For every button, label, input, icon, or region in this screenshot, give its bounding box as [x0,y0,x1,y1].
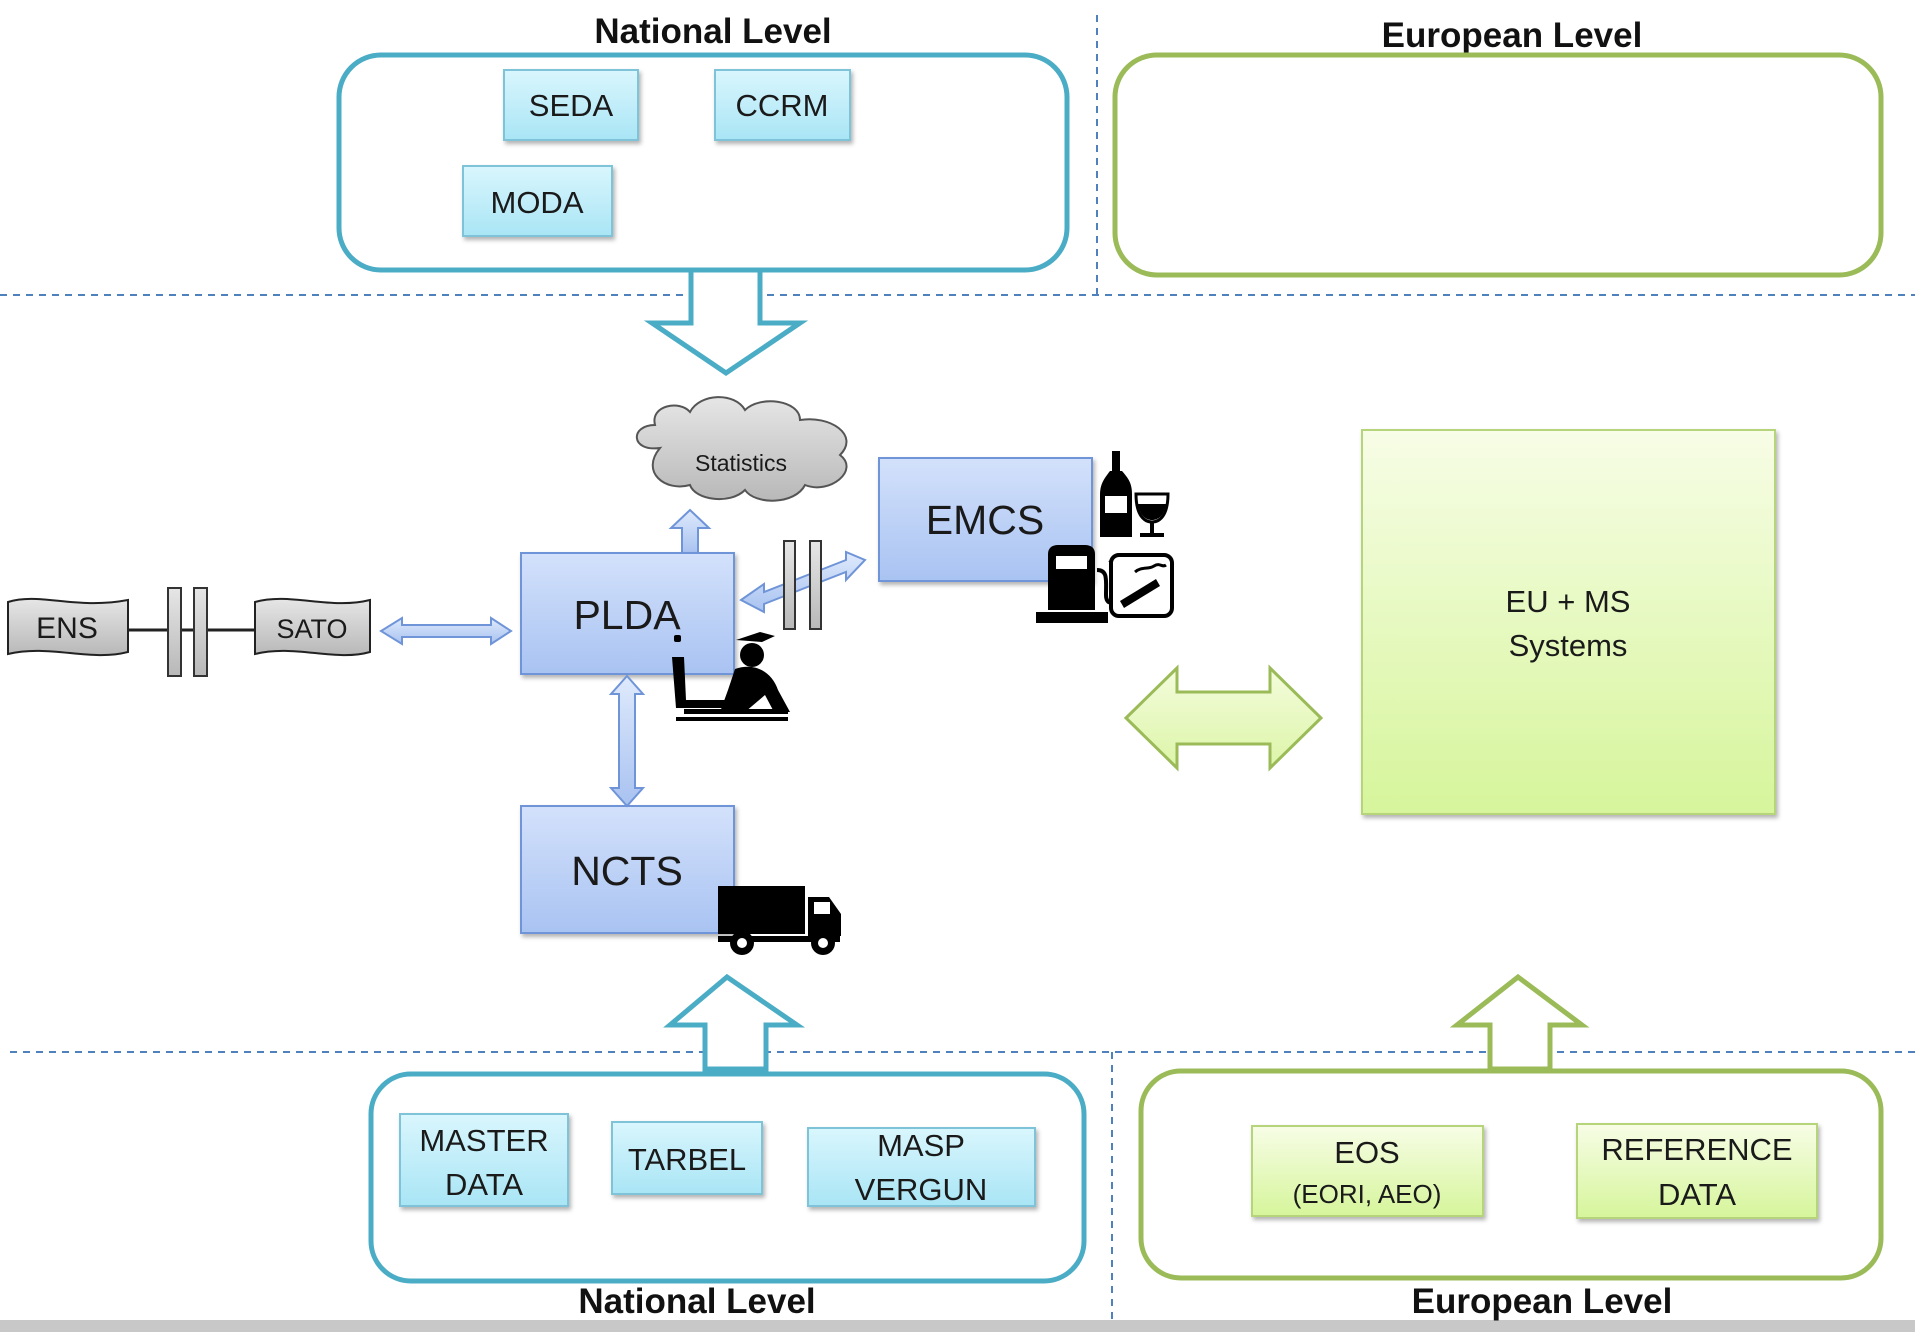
up-arrow-bottom-national [663,973,806,1072]
masp-line1: MASP [877,1128,965,1163]
eu-ms-systems-box[interactable] [1361,429,1776,815]
bottom-european-systems: EOS (EORI, AEO) REFERENCE DATA [1251,1123,1818,1219]
master-data-line1: MASTER [419,1123,548,1158]
masp-line2: VERGUN [855,1172,988,1207]
plda-ncts-arrow [608,674,646,808]
heading-top-national: National Level [594,12,831,51]
tarbel-label: TARBEL [628,1142,746,1177]
eu-ms-line2: Systems [1509,628,1628,663]
sato-plda-arrow [379,616,513,646]
moda-box[interactable] [462,165,613,237]
eos-box[interactable] [1251,1125,1484,1217]
top-national-systems: SEDA CCRM MODA [462,69,851,237]
eos-line2: (EORI, AEO) [1293,1179,1442,1209]
footer-bar [0,1320,1915,1332]
plda-emcs-arrow [739,540,867,630]
reference-data-line2: DATA [1658,1177,1736,1212]
eu-ms-line1: EU + MS [1506,584,1631,619]
master-data-line2: DATA [445,1167,523,1202]
heading-top-european: European Level [1382,16,1643,55]
top-european-container [1112,52,1884,278]
truck-icon [718,886,841,955]
top-national-container [336,52,1070,273]
bottom-european-container [1138,1068,1884,1281]
ens-label: ENS [36,612,98,645]
plda-emcs-gate-left [783,540,796,630]
tarbel-box[interactable] [611,1121,763,1195]
customs-officer-icon [672,632,790,721]
plda-emcs-gate-right [809,540,822,630]
reference-data-line1: REFERENCE [1601,1132,1792,1167]
reference-data-box[interactable] [1576,1123,1818,1219]
ens-sato-link: ENS SATO [7,587,371,677]
ncts-label: NCTS [571,848,683,894]
bottom-national-systems: MASTER DATA TARBEL MASP VERGUN [399,1113,1036,1207]
plda-statistics-arrow [668,508,712,554]
moda-label: MODA [491,185,584,220]
statistics-cloud[interactable]: Statistics [635,396,848,502]
heading-bottom-european: European Level [1412,1282,1673,1321]
ccrm-box[interactable] [714,69,851,141]
seda-label: SEDA [529,88,614,123]
masp-box[interactable] [807,1127,1036,1207]
wine-glass-icon [1134,492,1170,537]
down-arrow-top [643,267,809,377]
up-arrow-bottom-european [1449,973,1590,1072]
heading-bottom-national: National Level [578,1282,815,1321]
plda-label: PLDA [573,592,681,638]
cigarette-icon [1109,553,1174,618]
dividers [0,15,1915,1326]
eu-double-arrow[interactable] [1123,664,1324,772]
ens-sato-gate-right [193,587,208,677]
plda-box[interactable] [520,552,735,675]
master-data-box[interactable] [399,1113,569,1207]
sato-label: SATO [276,614,347,644]
seda-box[interactable] [503,69,639,141]
ccrm-label: CCRM [736,88,829,123]
emcs-label: EMCS [926,497,1044,543]
ens-shape[interactable] [7,597,129,657]
bottle-icon [1100,451,1132,537]
ncts-box[interactable] [520,805,735,934]
eos-line1: EOS [1334,1135,1399,1170]
ens-sato-gate-left [167,587,182,677]
sato-shape[interactable] [254,597,371,657]
statistics-label: Statistics [695,450,787,476]
